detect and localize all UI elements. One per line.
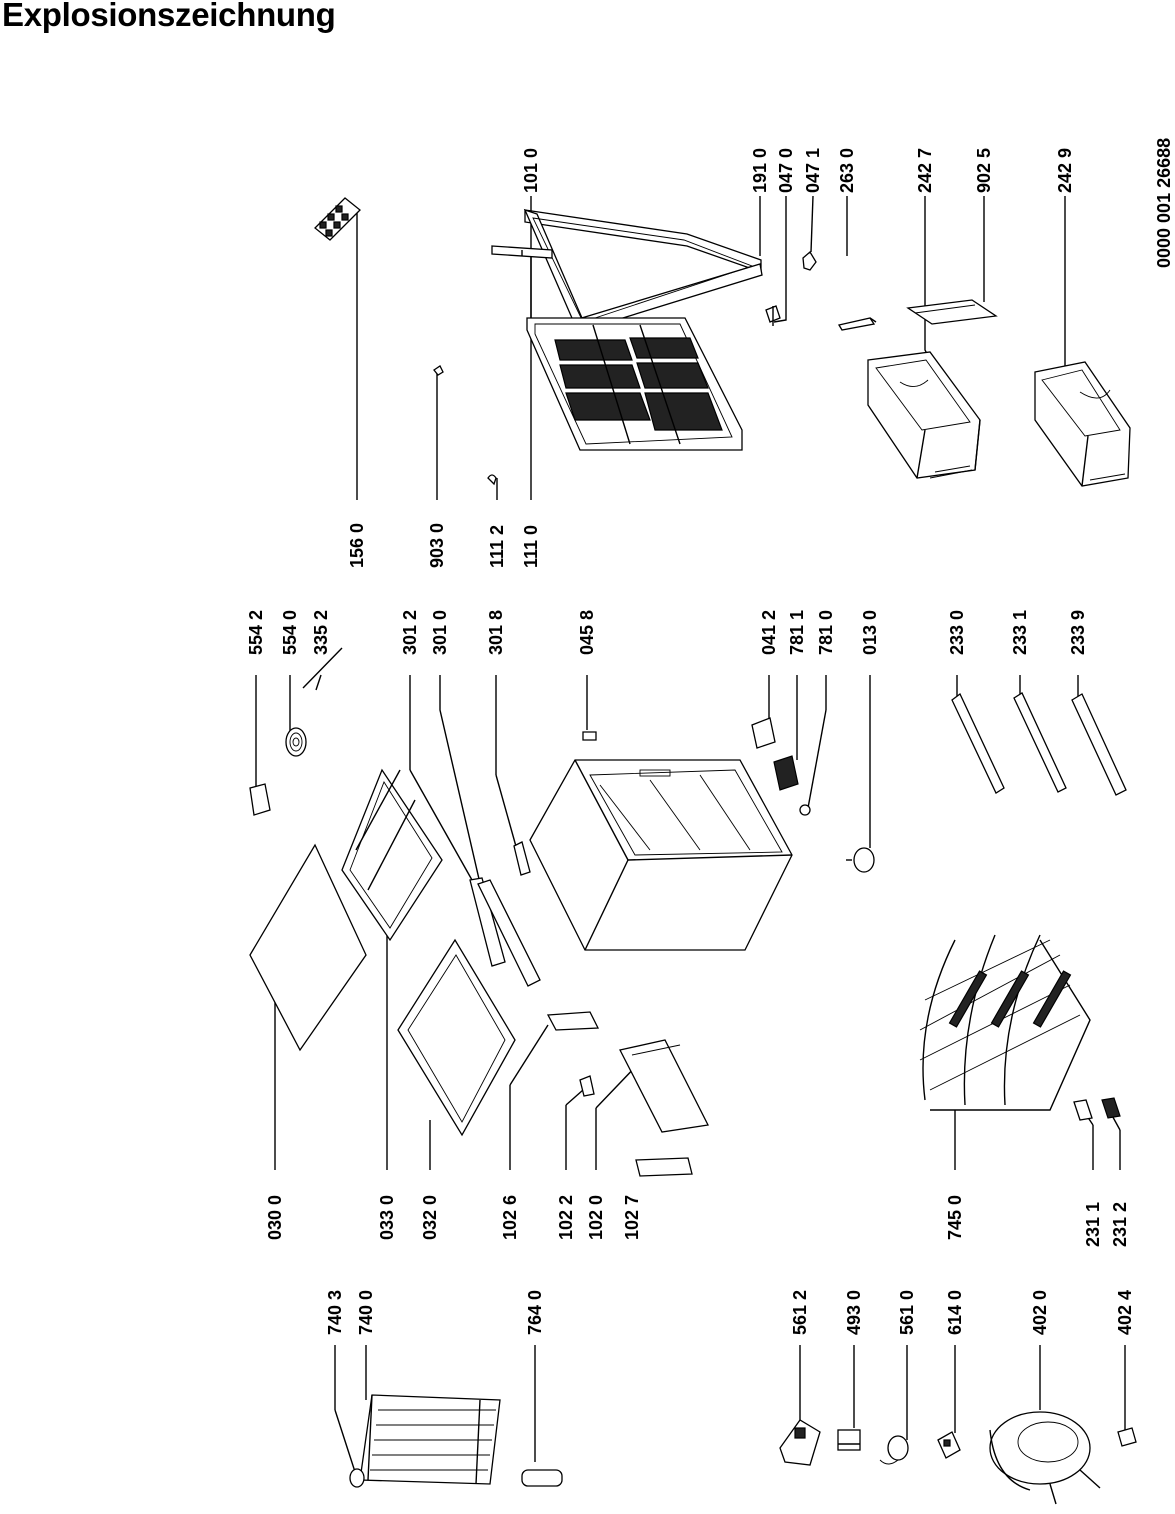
label-402-4: 402 4 bbox=[1115, 1289, 1135, 1335]
door-handle-strip bbox=[837, 317, 877, 331]
label-242-7: 242 7 bbox=[915, 147, 935, 193]
starter-561-0 bbox=[879, 1435, 909, 1465]
lamp-bulb bbox=[799, 804, 811, 816]
label-102-0: 102 0 bbox=[586, 1194, 606, 1240]
label-013-0: 013 0 bbox=[860, 609, 880, 655]
door-panel bbox=[526, 317, 743, 451]
page-title: Explosionszeichnung bbox=[2, 0, 336, 33]
egg-tray bbox=[314, 197, 361, 241]
thermostat-knob bbox=[249, 783, 271, 816]
label-191-0: 191 0 bbox=[750, 147, 770, 193]
label-231-2: 231 2 bbox=[1110, 1201, 1130, 1247]
label-335-2: 335 2 bbox=[311, 609, 331, 655]
document-number: 0000 001 26688 bbox=[1154, 137, 1174, 268]
label-554-0: 554 0 bbox=[280, 609, 300, 655]
label-614-0: 614 0 bbox=[945, 1289, 965, 1335]
label-903-0: 903 0 bbox=[427, 522, 447, 568]
relay-561-2 bbox=[779, 1419, 821, 1466]
lamp-cover bbox=[773, 755, 799, 791]
label-301-0: 301 0 bbox=[430, 609, 450, 655]
label-781-1: 781 1 bbox=[787, 609, 807, 655]
label-041-2: 041 2 bbox=[759, 609, 779, 655]
label-111-2: 111 2 bbox=[487, 524, 507, 568]
door-shelf-102-0 bbox=[619, 1039, 709, 1133]
label-902-5: 902 5 bbox=[974, 147, 994, 193]
door-shelf-bracket-102-6 bbox=[546, 1011, 600, 1031]
condenser-cap bbox=[349, 1468, 365, 1488]
shelf-rail-301-2 bbox=[469, 877, 506, 967]
label-030-0: 030 0 bbox=[265, 1194, 285, 1240]
label-554-2: 554 2 bbox=[246, 609, 266, 655]
door-shelf-bracket-102-7 bbox=[635, 1157, 693, 1177]
label-745-0: 745 0 bbox=[945, 1194, 965, 1240]
compressor bbox=[989, 1411, 1101, 1505]
label-561-0: 561 0 bbox=[897, 1289, 917, 1335]
grommet-402-4 bbox=[1117, 1427, 1137, 1447]
label-233-0: 233 0 bbox=[947, 609, 967, 655]
shelf-rail-301-8 bbox=[513, 841, 531, 876]
freezer-shelf-frame bbox=[341, 768, 443, 942]
rail-233-0 bbox=[951, 693, 1005, 794]
label-740-0: 740 0 bbox=[356, 1289, 376, 1335]
clip-614-0 bbox=[937, 1431, 961, 1459]
freezer-door-frame bbox=[397, 938, 516, 1137]
crisper-drawer-upper bbox=[867, 351, 981, 479]
crisper-drawer-lower bbox=[1034, 361, 1131, 487]
label-740-3: 740 3 bbox=[325, 1289, 345, 1335]
label-493-0: 493 0 bbox=[844, 1289, 864, 1335]
rail-233-9 bbox=[1071, 693, 1127, 796]
label-156-0: 156 0 bbox=[347, 522, 367, 568]
label-301-2: 301 2 bbox=[400, 609, 420, 655]
screw-045-8 bbox=[582, 731, 597, 741]
label-102-2: 102 2 bbox=[556, 1194, 576, 1240]
label-101-0: 101 0 bbox=[521, 147, 541, 193]
drain-plug-231-1 bbox=[1073, 1099, 1093, 1121]
filter-drier bbox=[521, 1469, 563, 1487]
screw-903 bbox=[433, 365, 444, 376]
label-231-1: 231 1 bbox=[1083, 1201, 1103, 1247]
shelf-rail-301-0 bbox=[477, 879, 541, 987]
label-233-9: 233 9 bbox=[1068, 609, 1088, 655]
label-047-0: 047 0 bbox=[776, 147, 796, 193]
label-102-7: 102 7 bbox=[622, 1194, 642, 1240]
label-764-0: 764 0 bbox=[525, 1289, 545, 1335]
label-561-2: 561 2 bbox=[790, 1289, 810, 1335]
condenser bbox=[359, 1394, 501, 1485]
label-047-1: 047 1 bbox=[803, 147, 823, 193]
cabinet-body bbox=[529, 759, 793, 951]
door-gasket bbox=[523, 208, 763, 331]
label-102-6: 102 6 bbox=[500, 1194, 520, 1240]
hinge-111 bbox=[487, 245, 553, 486]
label-301-8: 301 8 bbox=[486, 609, 506, 655]
label-242-9: 242 9 bbox=[1055, 147, 1075, 193]
evaporator-coil bbox=[919, 934, 1091, 1111]
capillary-tube bbox=[302, 647, 343, 689]
top-cover-plate bbox=[249, 843, 367, 1052]
label-781-0: 781 0 bbox=[816, 609, 836, 655]
thermostat-spring bbox=[285, 727, 307, 757]
label-263-0: 263 0 bbox=[837, 147, 857, 193]
label-233-1: 233 1 bbox=[1010, 609, 1030, 655]
leader-lines bbox=[255, 195, 1126, 1479]
label-033-0: 033 0 bbox=[377, 1194, 397, 1240]
label-032-0: 032 0 bbox=[420, 1194, 440, 1240]
adjustable-foot bbox=[846, 847, 875, 873]
door-shelf-clip-102-2 bbox=[579, 1075, 595, 1097]
crisper-cover bbox=[906, 299, 998, 325]
hinge-pin bbox=[765, 305, 781, 326]
overload-493-0 bbox=[837, 1429, 861, 1451]
rail-233-1 bbox=[1013, 692, 1067, 793]
label-045-8: 045 8 bbox=[577, 609, 597, 655]
drain-plug-231-2 bbox=[1101, 1097, 1121, 1119]
label-111-0: 111 0 bbox=[521, 524, 541, 568]
label-402-0: 402 0 bbox=[1030, 1289, 1050, 1335]
hinge-cap bbox=[802, 251, 817, 271]
lamp-holder bbox=[751, 717, 776, 749]
